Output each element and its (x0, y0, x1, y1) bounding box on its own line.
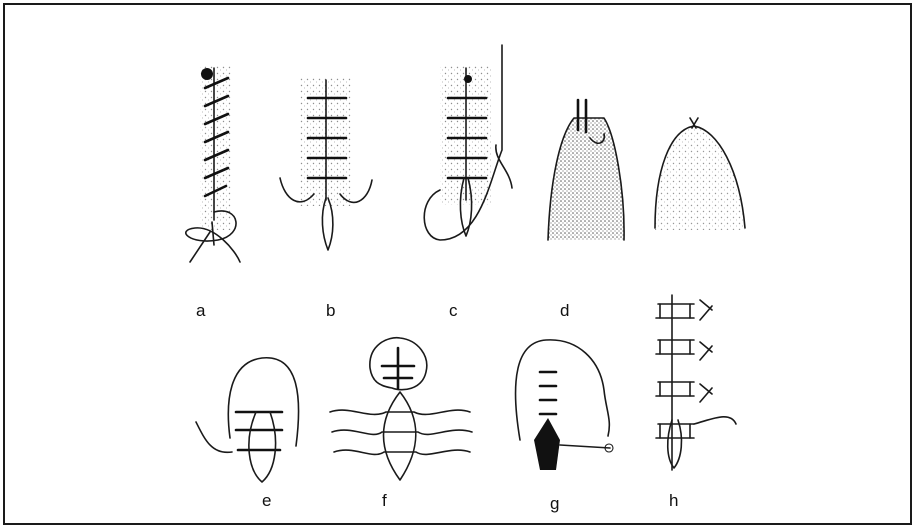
panel-f-drawing (330, 338, 472, 480)
panel-label-e: e (262, 492, 271, 509)
panel-d-drawing (548, 100, 745, 240)
panel-label-f: f (382, 492, 387, 509)
panel-c-drawing (424, 45, 512, 240)
panel-label-a: a (196, 302, 205, 319)
panel-label-g: g (550, 495, 559, 512)
panel-label-h: h (669, 492, 678, 509)
panel-g-drawing (516, 340, 613, 470)
panel-label-b: b (326, 302, 335, 319)
panel-e-drawing (196, 358, 299, 482)
panel-b-drawing (280, 78, 372, 250)
panel-label-c: c (449, 302, 458, 319)
panel-label-d: d (560, 302, 569, 319)
panel-a-drawing (186, 65, 240, 262)
panel-h-drawing (656, 295, 736, 470)
